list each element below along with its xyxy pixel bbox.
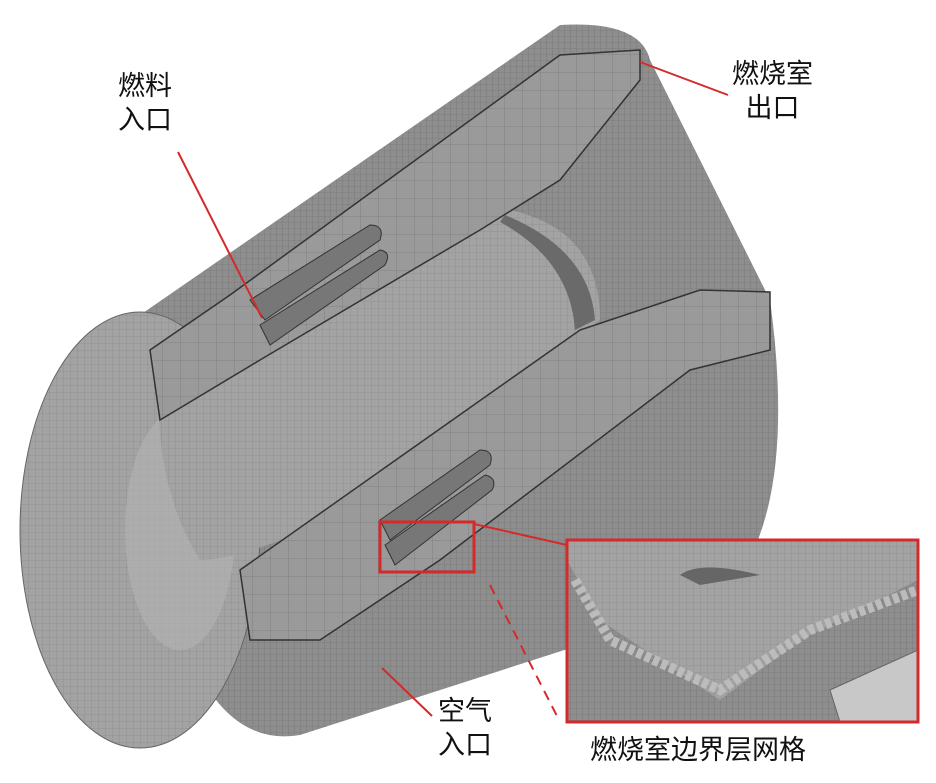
fuel-inlet-label-line2: 入口	[118, 105, 172, 136]
combustor-outlet-label-line2: 出口	[745, 93, 800, 124]
boundary-layer-mesh-caption: 燃烧室边界层网格	[590, 735, 806, 766]
combustor-outlet-label: 燃烧室 出口	[732, 58, 813, 126]
annotation-lines	[177, 61, 729, 719]
air-inlet-label: 空气 入口	[438, 695, 492, 763]
zoom-connector-top	[473, 523, 568, 546]
fuel-inlet-label: 燃料 入口	[118, 70, 172, 138]
lower-cut-section	[239, 289, 771, 641]
boundary-layer-inset	[565, 538, 920, 724]
combustor-inner-bore	[158, 210, 600, 560]
upper-cut-section	[149, 49, 641, 422]
air-inlet-leader	[381, 667, 433, 717]
fuel-inlet-label-line1: 燃料	[118, 71, 172, 102]
zoom-region-box	[378, 520, 476, 574]
combustor-outlet-label-line1: 燃烧室	[732, 59, 813, 90]
fuel-inlet-leader	[177, 151, 263, 319]
outlet-leader	[639, 61, 729, 96]
air-inlet-label-line1: 空气	[438, 696, 492, 727]
zoom-connector-dashed	[489, 584, 559, 719]
air-inlet-label-line2: 入口	[438, 730, 492, 761]
